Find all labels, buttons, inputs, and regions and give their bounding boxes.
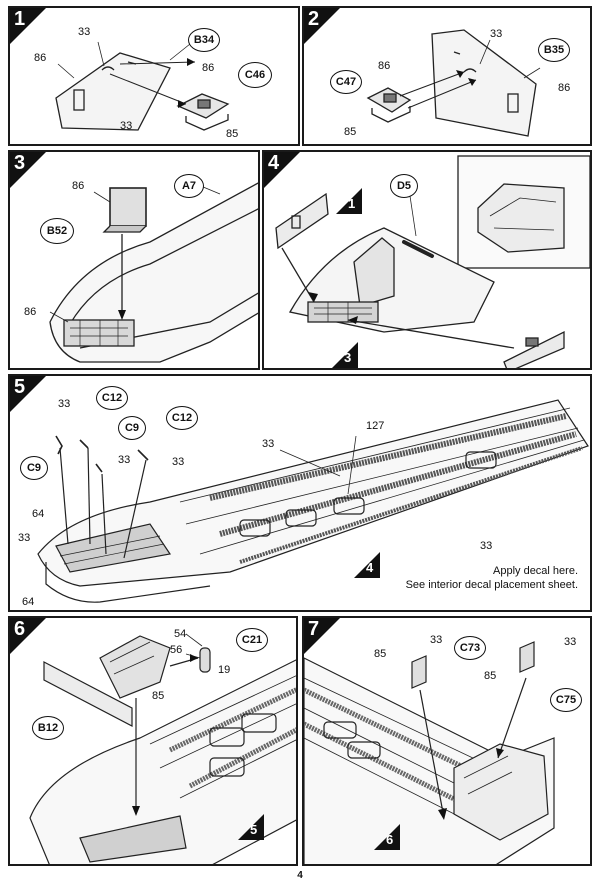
part-label: 85: [484, 670, 497, 682]
part-label: 33: [118, 454, 131, 466]
part-label: 85: [374, 648, 387, 660]
decal-note-line-2: See interior decal placement sheet.: [405, 579, 578, 591]
part-callout: A7: [174, 174, 204, 198]
part-label: 33: [78, 26, 91, 38]
part-label: 33: [172, 456, 185, 468]
part-callout: C75: [550, 688, 582, 712]
part-label: 54: [174, 628, 187, 640]
part-callout: C12: [166, 406, 198, 430]
part-label: 33: [120, 120, 133, 132]
step-4-panel: 4 D5 1 3 2: [262, 150, 592, 370]
part-callout: C12: [96, 386, 128, 410]
part-label: 86: [34, 52, 47, 64]
part-callout: C47: [330, 70, 362, 94]
decal-note: Apply decal here. See interior decal pla…: [370, 564, 578, 592]
step-2-panel: 2 33 86 86 85 C47 B35: [302, 6, 592, 146]
part-label: 86: [202, 62, 215, 74]
step-4-drawing: [275, 155, 590, 368]
part-callout: C46: [238, 62, 272, 88]
part-label: 33: [262, 438, 275, 450]
step-7-drawing: [304, 641, 555, 864]
part-label: 86: [72, 180, 85, 192]
part-callout: C73: [454, 636, 486, 660]
part-label: 33: [58, 398, 71, 410]
part-callout: B52: [40, 218, 74, 244]
part-label: 86: [24, 306, 37, 318]
page-number: 4: [297, 870, 303, 881]
step-5-panel: 5 33 33 33 33 127 64 33 33 64 C12 C9 C12…: [8, 374, 592, 612]
part-label: 85: [344, 126, 357, 138]
step-1-panel: 1 33 86 33 86 85 B34 C46: [8, 6, 300, 146]
part-label: 33: [480, 540, 493, 552]
part-label: 85: [152, 690, 165, 702]
part-label: 64: [32, 508, 45, 520]
part-label: 86: [558, 82, 571, 94]
step-1-drawing: [55, 41, 230, 131]
part-label: 19: [218, 664, 231, 676]
part-callout: B34: [188, 28, 220, 52]
part-label: 64: [22, 596, 35, 608]
step-2-drawing: [366, 29, 541, 137]
step-3-panel: 3 86 86 A7 B52: [8, 150, 260, 370]
part-label: 33: [490, 28, 503, 40]
step-6-drawing: [29, 633, 296, 864]
step-5-drawing: [37, 399, 589, 603]
decal-note-line-1: Apply decal here.: [493, 565, 578, 577]
part-label: 56: [170, 644, 183, 656]
step-6-panel: 6 54 56 19 85 C21 B12 5: [8, 616, 298, 866]
part-callout: D5: [390, 174, 418, 198]
part-label: 86: [378, 60, 391, 72]
part-callout: C9: [20, 456, 48, 480]
step-7-panel: 7 33 85 33 85 C73 C75 6: [302, 616, 592, 866]
part-callout: C21: [236, 628, 268, 652]
step-3-drawing: [49, 182, 258, 363]
part-label: 33: [564, 636, 577, 648]
part-callout: B12: [32, 716, 64, 740]
part-label: 33: [18, 532, 31, 544]
part-callout: C9: [118, 416, 146, 440]
part-label: 33: [430, 634, 443, 646]
part-label: 127: [366, 420, 385, 432]
part-label: 85: [226, 128, 239, 140]
part-callout: B35: [538, 38, 570, 62]
